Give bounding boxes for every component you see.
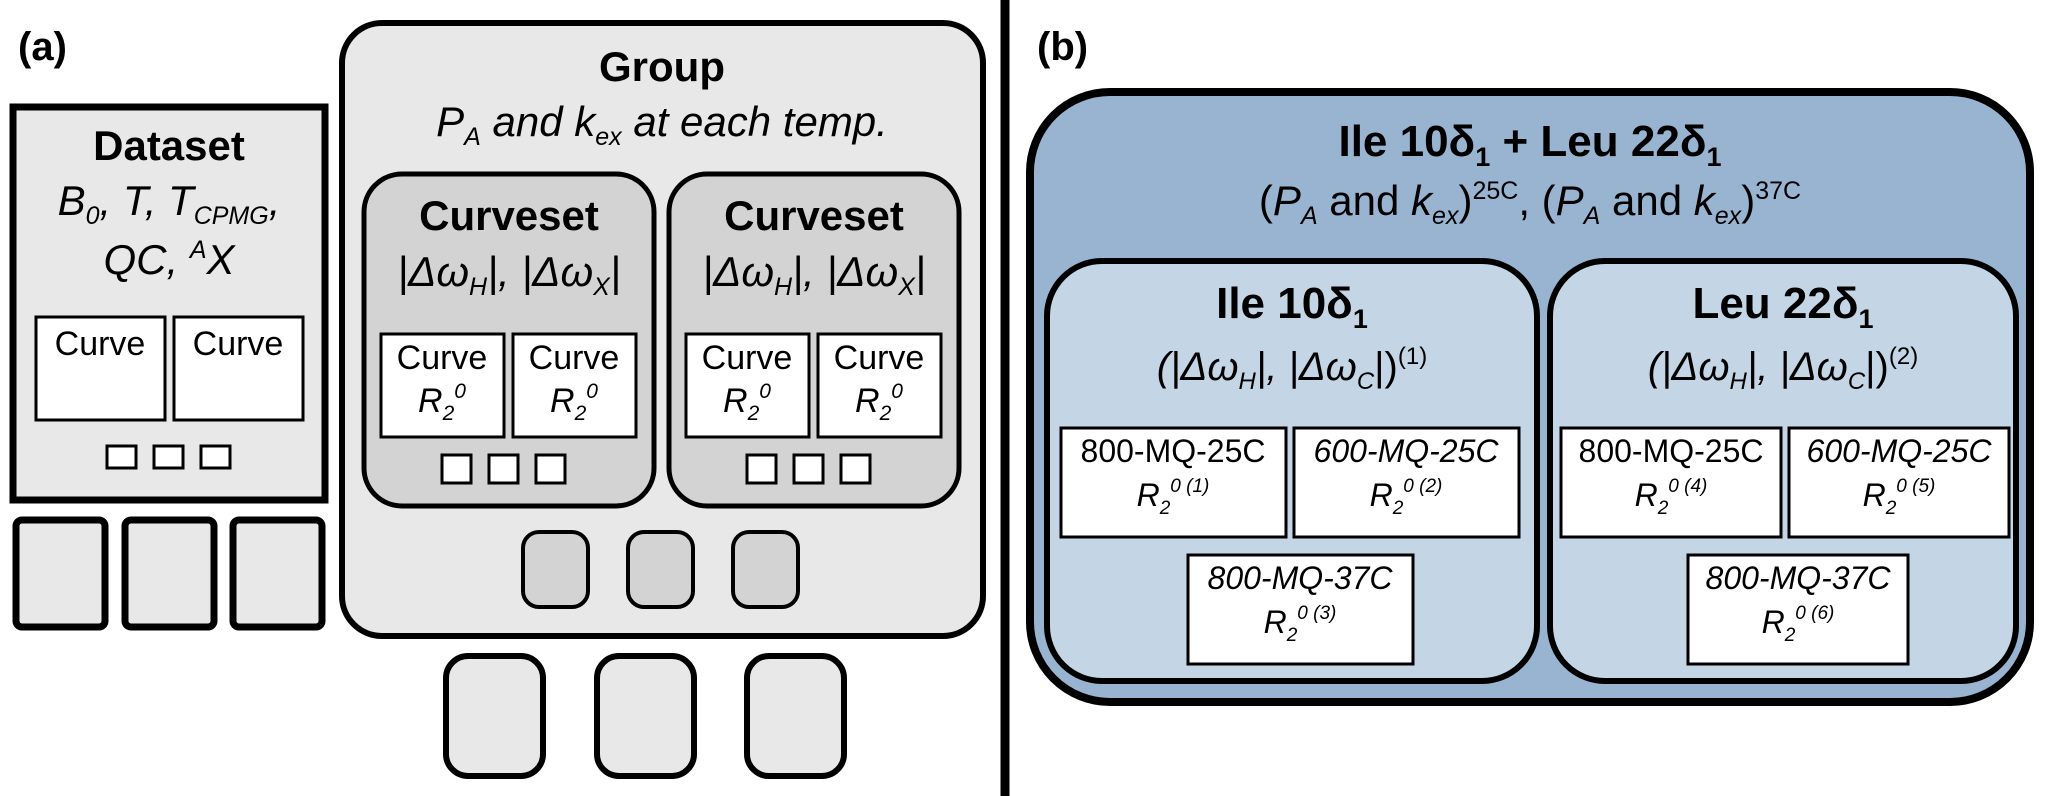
panel-a-label: (a): [18, 25, 67, 69]
leu-curve-r2-3: R20 (6): [1762, 603, 1835, 646]
panel-a: (a) Dataset B0, T, TCPMG, QC, AX Curve C…: [9, 20, 986, 779]
curveset-2: Curveset |ΔωH|, |ΔωX| Curve R20 Curve R2…: [666, 171, 962, 509]
panel-b: (b) Ile 10δ1 + Leu 22δ1 (PA and kex)25C,…: [1026, 25, 2034, 706]
curveset-2-title: Curveset: [724, 192, 904, 239]
curveset-1-title: Curveset: [419, 192, 599, 239]
curveset-2-curve-box-2: [816, 332, 943, 439]
dataset-frame: [9, 103, 329, 504]
ile-curve-box-3: [1186, 553, 1415, 666]
group-box: Group PA and kex at each temp. Curveset …: [339, 20, 986, 639]
dataset-more-box-2: [152, 444, 185, 470]
curveset-1-more-box-2: [487, 453, 520, 485]
curveset-2-more-box-3: [839, 453, 872, 485]
dataset-params-line2: QC, AX: [103, 236, 236, 283]
leu-curve-box-2: [1787, 426, 2011, 539]
residue-ile: Ile 10δ1 (|ΔωH|, |ΔωC|)(1) 800-MQ-25C R2…: [1044, 258, 1540, 684]
group-exchange-params: (PA and kex)25C, (PA and kex)37C: [1259, 177, 1801, 230]
curveset-stub-2: [626, 530, 695, 609]
curveset-1-curve-r2-2: R20: [550, 380, 598, 425]
residue-ile-title: Ile 10δ1: [1216, 279, 1368, 334]
residue-ile-params: (|ΔωH|, |ΔωC|)(1): [1157, 343, 1427, 395]
ile-curve-r2-2: R20 (2): [1370, 476, 1443, 519]
leu-curve-r2-2: R20 (5): [1863, 476, 1936, 519]
dataset-curve-box-2: [172, 315, 305, 422]
leu-curve-r2-1: R20 (4): [1635, 476, 1708, 519]
curveset-2-curve-r2-2: R20: [855, 380, 903, 425]
dataset-title: Dataset: [93, 122, 245, 169]
dataset-params-line1: B0, T, TCPMG,: [58, 177, 281, 230]
group-title: Ile 10δ1 + Leu 22δ1: [1338, 117, 1721, 172]
ile-curve-r2-3: R20 (3): [1264, 603, 1337, 646]
curveset-2-more-box-2: [792, 453, 825, 485]
group-stub-3: [744, 653, 847, 779]
dataset-curve-box-1: [34, 315, 167, 422]
leu-curve-label-1: 800-MQ-25C: [1579, 433, 1764, 469]
curveset-stub-1: [521, 530, 590, 609]
curveset-1-curve-label-2: Curve: [529, 339, 620, 377]
ile-curve-box-2: [1292, 426, 1521, 539]
dataset-curve-label-1: Curve: [55, 325, 146, 363]
curveset-2-curve-label-1: Curve: [702, 339, 793, 377]
curveset-2-curve-r2-1: R20: [723, 380, 771, 425]
group-stub-1: [443, 653, 546, 779]
curveset-2-params: |ΔωH|, |ΔωX|: [702, 248, 926, 301]
curveset-1-curve-r2-1: R20: [418, 380, 466, 425]
curveset-1-params: |ΔωH|, |ΔωX|: [397, 248, 621, 301]
curveset-2-curve-label-2: Curve: [834, 339, 925, 377]
leu-curve-box-3: [1686, 553, 1910, 666]
leu-curve-label-2: 600-MQ-25C: [1807, 433, 1993, 469]
residue-leu: Leu 22δ1 (|ΔωH|, |ΔωC|)(2) 800-MQ-25C R2…: [1547, 258, 2019, 684]
ile-curve-r2-1: R20 (1): [1137, 476, 1210, 519]
ile-curve-label-1: 800-MQ-25C: [1081, 433, 1266, 469]
curveset-1-curve-label-1: Curve: [397, 339, 488, 377]
leu-curve-box-1: [1559, 426, 1783, 539]
panel-b-label: (b): [1037, 25, 1088, 69]
curveset-1: Curveset |ΔωH|, |ΔωX| Curve R20 Curve R2…: [361, 171, 657, 509]
dataset-stub-1: [12, 516, 109, 631]
dataset-curve-label-2: Curve: [193, 325, 284, 363]
ile-curve-box-1: [1059, 426, 1288, 539]
dataset-stub-3: [229, 516, 326, 631]
ile-curve-label-3: 800-MQ-37C: [1208, 560, 1394, 596]
group-title: Group: [599, 43, 725, 90]
curveset-2-curve-box-1: [684, 332, 811, 439]
dataset-stub-2: [121, 516, 218, 631]
curveset-2-more-box-1: [745, 453, 778, 485]
curveset-1-more-box-3: [534, 453, 567, 485]
dataset-box: Dataset B0, T, TCPMG, QC, AX Curve Curve: [9, 103, 329, 504]
dataset-more-box-3: [199, 444, 232, 470]
curveset-stub-3: [731, 530, 800, 609]
curveset-1-more-box-1: [440, 453, 473, 485]
group-params: PA and kex at each temp.: [436, 98, 888, 151]
leu-curve-label-3: 800-MQ-37C: [1706, 560, 1892, 596]
group-stub-2: [594, 653, 697, 779]
ile-curve-label-2: 600-MQ-25C: [1314, 433, 1500, 469]
residue-leu-title: Leu 22δ1: [1692, 279, 1873, 334]
dataset-more-box-1: [105, 444, 138, 470]
curveset-1-curve-box-1: [379, 332, 506, 439]
curveset-1-curve-box-2: [511, 332, 638, 439]
residue-leu-params: (|ΔωH|, |ΔωC|)(2): [1648, 343, 1918, 395]
